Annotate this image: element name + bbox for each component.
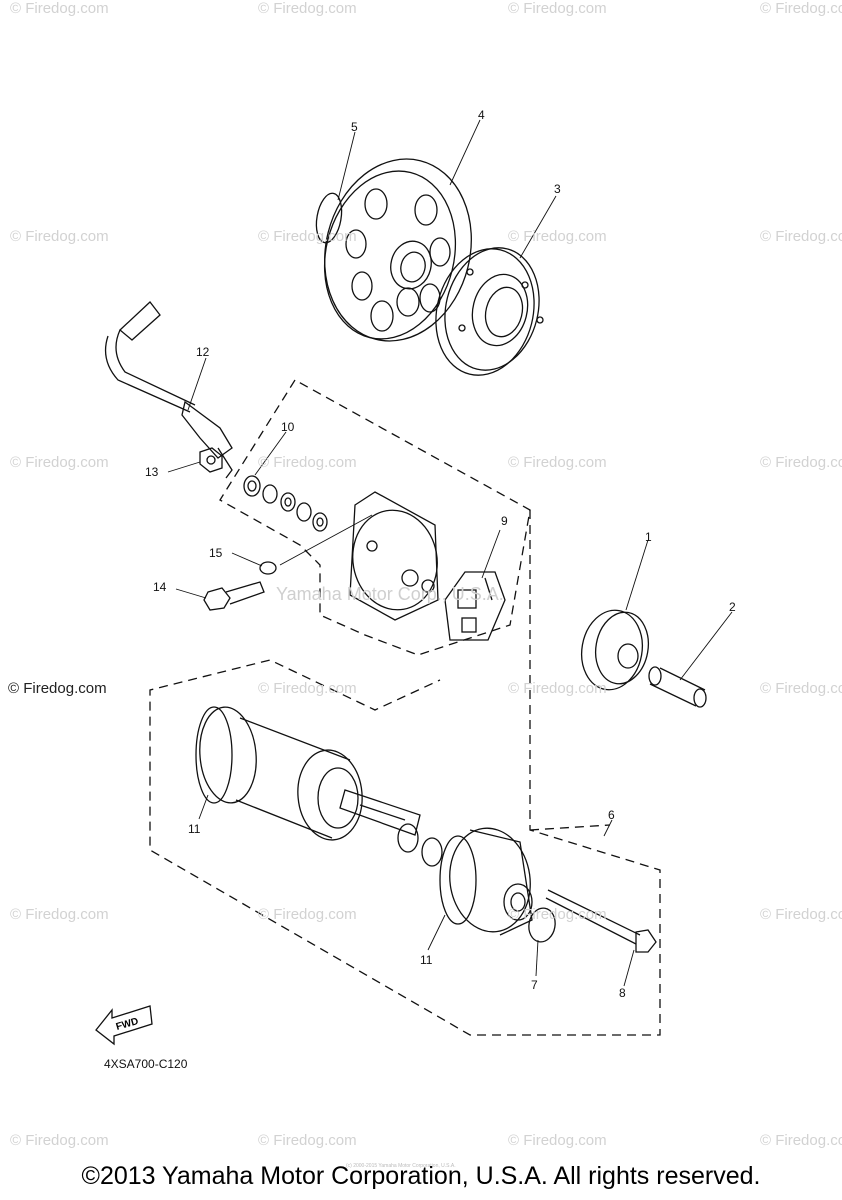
watermark-12: © Firedog.com — [760, 454, 842, 471]
watermark-22: © Firedog.com — [508, 1132, 607, 1149]
fwd-arrow-icon — [95, 1005, 153, 1046]
watermark-11: © Firedog.com — [508, 454, 607, 471]
starter-rear-cover — [449, 827, 533, 936]
watermark-8: © Firedog.com — [760, 228, 842, 245]
callout-10: 10 — [281, 420, 295, 434]
callout-11-rear: 11 — [420, 953, 433, 967]
part-8-through-bolt — [545, 889, 657, 953]
callout-6: 6 — [608, 808, 615, 822]
callout-9: 9 — [501, 514, 508, 528]
callout-11-armature: 11 — [188, 822, 201, 836]
part-11-o-rings — [195, 706, 477, 925]
watermark-9: © Firedog.com — [10, 454, 109, 471]
watermark-15: © Firedog.com — [760, 680, 842, 697]
part-10-washer-stack — [243, 475, 328, 532]
watermark-7: © Firedog.com — [508, 228, 607, 245]
callout-1: 1 — [645, 530, 652, 544]
part-5-washer — [315, 192, 343, 244]
watermark-5: © Firedog.com — [10, 228, 109, 245]
diagram-code: 4XSA700-C120 — [104, 1057, 188, 1071]
callout-2: 2 — [729, 600, 736, 614]
small-copyright-note: (c) 2000-2015 Yamaha Motor Corporation, … — [346, 1163, 456, 1169]
watermark-6: © Firedog.com — [258, 228, 357, 245]
watermark-14: © Firedog.com — [508, 680, 607, 697]
watermark-21: © Firedog.com — [258, 1132, 357, 1149]
watermark-dark: © Firedog.com — [8, 680, 107, 697]
callout-12: 12 — [196, 345, 210, 359]
callout-8: 8 — [619, 986, 626, 1000]
watermark-3: © Firedog.com — [508, 0, 607, 17]
starter-front-cover — [349, 491, 439, 621]
dashed-outline-upper — [149, 379, 661, 1036]
watermark-18: © Firedog.com — [508, 906, 607, 923]
part-3-clutch — [435, 247, 544, 376]
watermark-2: © Firedog.com — [258, 0, 357, 17]
callout-3: 3 — [554, 182, 561, 196]
callout-14: 14 — [153, 580, 167, 594]
copyright-footer: ©2013 Yamaha Motor Corporation, U.S.A. A… — [81, 1162, 761, 1190]
watermark-20: © Firedog.com — [10, 1132, 109, 1149]
part-13-nut — [199, 447, 223, 473]
armature-yoke — [199, 706, 443, 867]
part-12-starter-cable — [104, 301, 233, 479]
leader-lines — [167, 119, 733, 987]
callout-15: 15 — [209, 546, 223, 560]
callout-13: 13 — [145, 465, 159, 479]
part-9-brush-holder — [444, 571, 506, 641]
part-1-gear — [581, 609, 650, 691]
callout-7: 7 — [531, 978, 538, 992]
watermark-10: © Firedog.com — [258, 454, 357, 471]
part-4-ring-gear — [323, 158, 472, 342]
fwd-label: FWD — [115, 1016, 140, 1033]
part-14-bolt — [203, 581, 265, 611]
part-7-o-ring — [528, 907, 556, 943]
watermark-23: © Firedog.com — [760, 1132, 842, 1149]
watermark-19: © Firedog.com — [760, 906, 842, 923]
callout-5: 5 — [351, 120, 358, 134]
watermark-4: © Firedog.com — [760, 0, 842, 17]
callout-4: 4 — [478, 108, 485, 122]
watermark-13: © Firedog.com — [258, 680, 357, 697]
watermark-16: © Firedog.com — [10, 906, 109, 923]
part-2-shaft — [648, 666, 707, 708]
watermark-1: © Firedog.com — [10, 0, 109, 17]
center-watermark: Yamaha Motor Corp., U.S.A. — [276, 584, 504, 604]
part-15-washer — [259, 561, 277, 575]
watermark-17: © Firedog.com — [258, 906, 357, 923]
